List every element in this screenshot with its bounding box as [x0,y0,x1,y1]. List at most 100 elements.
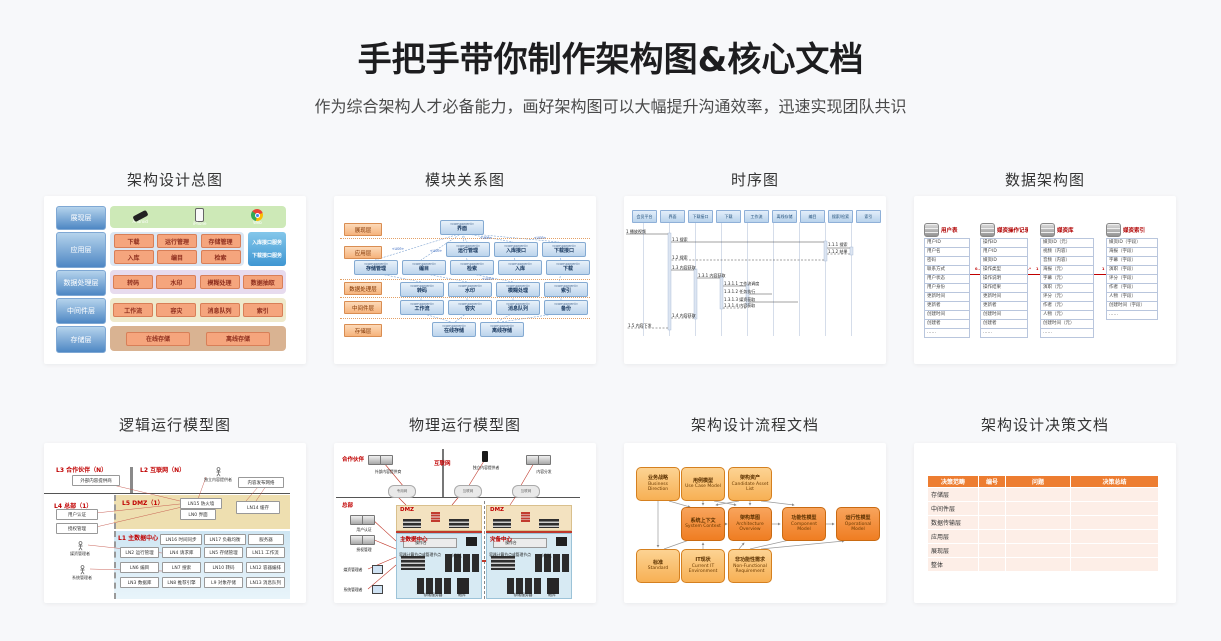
workstation-icon [372,565,383,574]
logical-model-thumbnail[interactable]: L3 合作伙伴（N）L2 互联网（N）L4 总部（1）L5 DMZ（1）L1 主… [44,443,306,603]
component-stereotype: «component» [409,284,435,288]
field-row: 用户身份 [924,284,970,293]
firewall-brick-icon [431,512,440,522]
field-row: 更新时间 [980,293,1028,302]
component-stereotype: «component» [455,244,481,248]
server-rack-icon [449,519,469,528]
node-title-zh: 用例模型 [692,477,713,484]
zone-label: 灾备中心 [490,537,513,543]
cloud-label: 互联网 [520,489,532,493]
node-title-en: Standard [647,566,669,572]
physical-model-thumbnail[interactable]: 专用网互联网互联网 [334,443,596,603]
middleware-module-box: 消息队列 [199,303,240,317]
module-relationship-thumbnail[interactable]: 展现层应用层数据处理层中间件层存储层 «component»界面 «compon… [334,196,596,364]
message-label: 1.1.1 搜索 [828,242,848,247]
service-label: 下载接口服务 [251,253,282,260]
interface-services-box: 入库接口服务下载接口服务 [248,232,286,266]
empty-cell [1071,488,1158,501]
node-title-zh: 系统上下文 [690,517,716,524]
table-row: 应用层 [928,530,1161,543]
data-archit-thumbnail[interactable]: 10..*0..*111 用户表 用户ID用户名密码联系方式用户状态用户身份更新… [914,196,1176,364]
field-list: 媒资ID（字段）海报（字段）字幕（字段）演职（字段）评分（字段）作者（字段）人物… [1106,238,1158,320]
component-name: 界面 [456,225,467,232]
zone-label: L1 主数据中心（1） [118,535,175,542]
component-stereotype: «component» [503,244,529,248]
column-header: 决策范畴 [928,476,978,487]
component-box: «component»容灾 [448,300,492,315]
field-row: 人物（字段） [1106,293,1158,302]
node-title-en: Candidate Asset List [731,481,769,492]
use-label: «use» [480,235,492,240]
lifeline-head: 下载接口 [688,210,713,223]
field-row: 操作类型 [980,266,1028,275]
node-title-en: Business Direction [647,481,669,492]
component-row: «component»工作流«component»容灾«component»消息… [400,300,588,315]
empty-cell [979,502,1005,515]
app-module-box: 检索 [200,250,241,264]
node-title-zh: 业务战略 [647,474,668,481]
row-category: 应用层 [928,530,978,543]
use-label: «use» [392,246,404,251]
android-client: Android [132,209,149,224]
zone-label: 主数据中心 [400,537,428,543]
server-icon [362,535,375,545]
empty-cell [1006,488,1070,501]
device-label: 存储服务器 [513,592,533,597]
message-label: 1 播放视频 [626,229,646,234]
field-row: 字幕（元） [1040,275,1094,284]
field-row: 用户状态 [924,275,970,284]
component-box: «component»界面 [440,220,484,235]
component-box: «component»备份 [544,300,588,315]
component-name: 入库 [514,265,525,272]
decision-table: 决策范畴编号问题决策总结 存储层 中间件层 数据传输层 [928,476,1161,571]
data-processing-band: 转码水印模糊处理数据抽取 [110,270,286,294]
component-stereotype: «component» [505,302,531,306]
data-module-box: 转码 [113,275,154,289]
storage-module-box: 离线存储 [206,331,270,346]
field-row: 创建时间 [980,311,1028,320]
component-box: «component»下载接口 [542,242,586,257]
device-label: 授权管理 [356,547,372,552]
component-box: «component»入库接口 [494,242,538,257]
message-label: 1.3.1.4 内容获取 [724,303,756,308]
component-box: «component»下载 [546,260,590,275]
datacenter-band [486,533,572,599]
zone-label: DMZ [490,507,505,513]
minicomputer-rack-icon [445,554,479,572]
field-row: 海报（字段） [1106,248,1158,257]
field-row: 媒资ID [980,257,1028,266]
table-header: 媒资索引 [1106,222,1158,238]
firewall-brick-icon [521,512,530,522]
device-label: 外部内容提供商 [374,469,402,474]
component-stereotype: «component» [489,324,515,328]
empty-cell [1006,502,1070,515]
card-label-physical: 物理运行模型图 [408,416,521,434]
layer-tag: 中间件层 [344,301,382,314]
component-name: 入库接口 [505,247,526,254]
flow-arrows [656,500,845,550]
component-stereotype: «component» [441,324,467,328]
process-node: 功能性模型 Component Model [782,507,826,541]
component-name: 消息队列 [507,305,528,312]
table-header: 用户表 [924,222,970,238]
network-cloud-icon: 专用网 [388,485,416,498]
overview-diagram-thumbnail[interactable]: 展现层应用层数据处理层中间件层存储层 Android iPhone Web 下载… [44,196,306,364]
component-name: 索引 [560,287,571,294]
node-box: LN17 负载均衡 [204,534,246,545]
layer-tag: 应用层 [344,246,382,259]
process-node: 标准 Standard [636,549,680,583]
page-subtitle: 作为综合架构人才必备能力，画好架构图可以大幅提升沟通效率，迅速实现团队共识 [314,97,907,116]
card-label-decision: 架构设计决策文档 [980,416,1109,434]
node-box: LN15 防火墙 [180,498,222,509]
column-header: 编号 [979,476,1005,487]
node-title-zh: 标准 [652,559,663,566]
decision-doc-thumbnail[interactable]: 决策范畴编号问题决策总结 存储层 中间件层 数据传输层 [914,443,1176,603]
process-doc-thumbnail[interactable]: 业务战略 Business Direction 用例模型 Use Case Mo… [624,443,886,603]
table-body: 存储层 中间件层 数据传输层 [928,488,1161,571]
field-list: 媒资ID（元）视频（内容）音频（内容）海报（元）字幕（元）演职（元）评分（元）作… [1040,238,1094,338]
card-label-process: 架构设计流程文档 [690,416,819,434]
component-row: «component»存储管理«component»编目«component»检… [354,260,590,275]
server-rack-icon [493,519,511,528]
node-title-en: Non-Functional Requirement [733,563,767,574]
